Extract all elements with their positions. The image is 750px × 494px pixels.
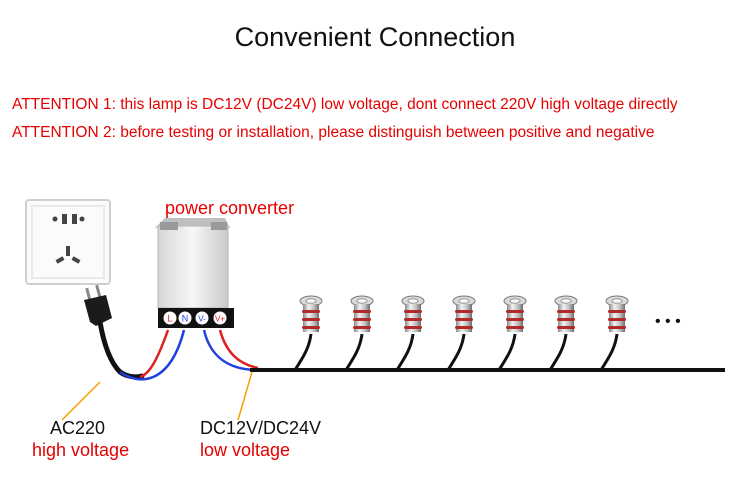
dc-voltage-label: DC12V/DC24V: [200, 418, 322, 438]
lamp-row: [293, 295, 629, 371]
more-lamps-ellipsis: • • •: [655, 313, 681, 330]
led-lamp-icon: [293, 295, 323, 371]
led-lamp-icon: [548, 295, 578, 371]
ac-cable: [97, 319, 145, 380]
converter-terminals: L N V- V+: [163, 311, 227, 325]
led-lamp-icon: [599, 295, 629, 371]
dc-leader-line: [237, 371, 253, 421]
ac-wire-red: [139, 329, 170, 379]
power-converter-icon: [155, 218, 234, 328]
power-converter-label: power converter: [165, 198, 295, 218]
terminal-l: [163, 311, 177, 325]
terminal-v-minus: [195, 311, 209, 325]
terminal-v-plus-label: V+: [215, 315, 225, 324]
terminal-l-label: L: [167, 314, 172, 324]
ac-high-voltage-label: high voltage: [32, 440, 130, 460]
dc-wire-red: [218, 329, 259, 370]
led-lamp-icon: [395, 295, 425, 371]
terminal-n-label: N: [182, 314, 189, 324]
terminal-n: [178, 311, 192, 325]
attention-2-text: ATTENTION 2: before testing or installat…: [12, 124, 655, 141]
page-title: Convenient Connection: [234, 22, 516, 52]
dc-wire-blue: [202, 329, 259, 372]
dc-low-voltage-label: low voltage: [200, 440, 291, 460]
ac-leader-line: [61, 381, 101, 421]
terminal-v-minus-label: V-: [198, 315, 206, 324]
plug-icon: [84, 284, 112, 326]
attention-1-text: ATTENTION 1: this lamp is DC12V (DC24V) …: [12, 96, 678, 113]
led-lamp-icon: [446, 295, 476, 371]
wall-socket-icon: [25, 199, 111, 285]
led-lamp-icon: [344, 295, 374, 371]
led-lamp-icon: [497, 295, 527, 371]
ac-voltage-label: AC220: [50, 418, 106, 438]
terminal-v-plus: [213, 311, 227, 325]
ac-wire-blue: [119, 329, 186, 381]
